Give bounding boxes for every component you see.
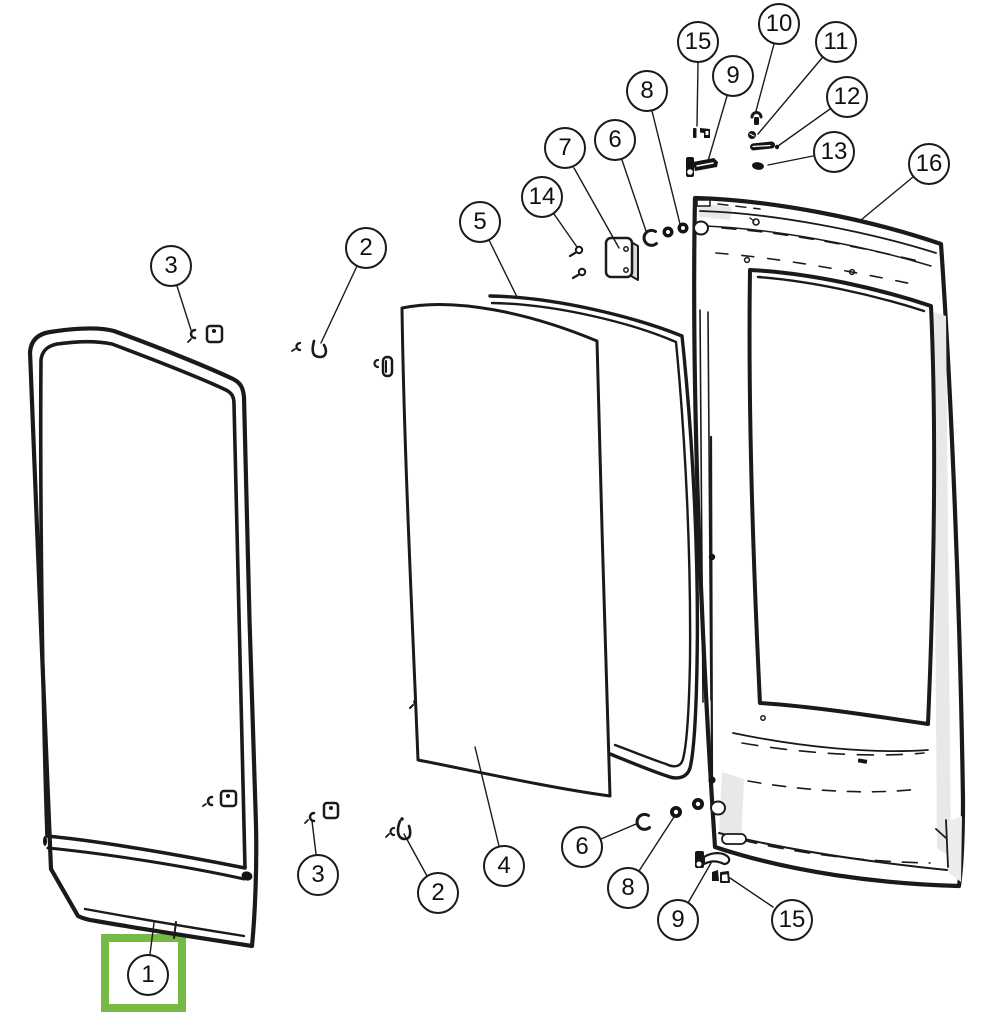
part-3-clip-and-screw-seal-top (187, 324, 224, 344)
callout-10[interactable]: 10 (758, 3, 800, 45)
callout-11[interactable]: 11 (815, 21, 857, 63)
part-8-washers-bottom (670, 798, 704, 818)
part-3-clips-on-seal-bottom (202, 789, 238, 808)
callout-2-top[interactable]: 2 (345, 227, 387, 269)
callout-8-top-label: 8 (640, 77, 654, 104)
callout-7[interactable]: 7 (544, 127, 586, 169)
part-15-bracket-bottom (712, 870, 730, 883)
callout-5-label: 5 (473, 208, 487, 235)
callout-13[interactable]: 13 (813, 131, 855, 173)
callout-9-bottom-label: 9 (671, 906, 685, 933)
part-13-bushing (752, 162, 764, 170)
part-2-clip-and-screw-top (291, 339, 328, 359)
part-1-window-seal (27, 326, 259, 949)
callout-8-bottom-label: 8 (621, 874, 635, 901)
part-11-nut (748, 131, 756, 139)
callout-4[interactable]: 4 (483, 845, 525, 887)
part-12-link-rod (750, 141, 780, 151)
leader-lines (149, 43, 914, 955)
callout-14[interactable]: 14 (521, 176, 563, 218)
callout-10-label: 10 (765, 10, 793, 37)
part-3-clip-and-screw-bottom (304, 801, 340, 824)
part-5-glass-seal (488, 294, 700, 780)
callout-16[interactable]: 16 (908, 143, 950, 185)
callout-8-top[interactable]: 8 (626, 70, 668, 112)
callout-3-bottom[interactable]: 3 (297, 854, 339, 896)
callout-1-label: 1 (141, 961, 155, 988)
callout-3-top[interactable]: 3 (150, 245, 192, 287)
callout-6-bottom-label: 6 (575, 833, 589, 860)
callout-16-label: 16 (915, 150, 943, 177)
part-7-lock-block (604, 236, 639, 281)
callout-6-top-label: 6 (608, 126, 622, 153)
callout-9-top-label: 9 (726, 62, 740, 89)
callout-9-top[interactable]: 9 (712, 55, 754, 97)
callout-6-bottom[interactable]: 6 (561, 826, 603, 868)
callout-2-bottom-label: 2 (431, 879, 445, 906)
callout-15-bottom-label: 15 (778, 906, 806, 933)
callout-3-bottom-label: 3 (311, 861, 325, 888)
part-10-rivet (750, 111, 763, 125)
callout-2-top-label: 2 (359, 234, 373, 261)
part-15-bracket-top (693, 128, 710, 138)
callout-11-label: 11 (823, 28, 849, 55)
callout-13-label: 13 (820, 138, 848, 165)
part-1-highlight-box (101, 934, 186, 1012)
part-6-circlip-bottom (635, 812, 651, 831)
part-9-latch-bottom (695, 851, 731, 868)
callout-3-top-label: 3 (164, 252, 178, 279)
callout-8-bottom[interactable]: 8 (607, 867, 649, 909)
glass-clip-and-screw-top (373, 355, 394, 378)
part-16-door-frame (692, 195, 966, 889)
callout-4-label: 4 (497, 852, 511, 879)
part-8-washers-top (662, 222, 689, 238)
callout-5[interactable]: 5 (459, 201, 501, 243)
part-4-glass-panel (400, 303, 612, 798)
part-14-screws (568, 245, 587, 280)
callout-2-bottom[interactable]: 2 (417, 872, 459, 914)
callout-6-top[interactable]: 6 (594, 119, 636, 161)
callout-12-label: 12 (833, 83, 861, 110)
callout-15-bottom[interactable]: 15 (771, 899, 813, 941)
part-6-circlip-top (642, 228, 658, 247)
callout-14-label: 14 (528, 183, 556, 210)
callout-12[interactable]: 12 (826, 76, 868, 118)
part-9-latch-top (686, 157, 718, 177)
callout-1[interactable]: 1 (127, 954, 169, 996)
callout-9-bottom[interactable]: 9 (657, 899, 699, 941)
part-2-clip-and-screw-bottom (385, 817, 412, 841)
callout-7-label: 7 (558, 134, 572, 161)
callout-15-top[interactable]: 15 (677, 21, 719, 63)
callout-15-top-label: 15 (684, 28, 712, 55)
